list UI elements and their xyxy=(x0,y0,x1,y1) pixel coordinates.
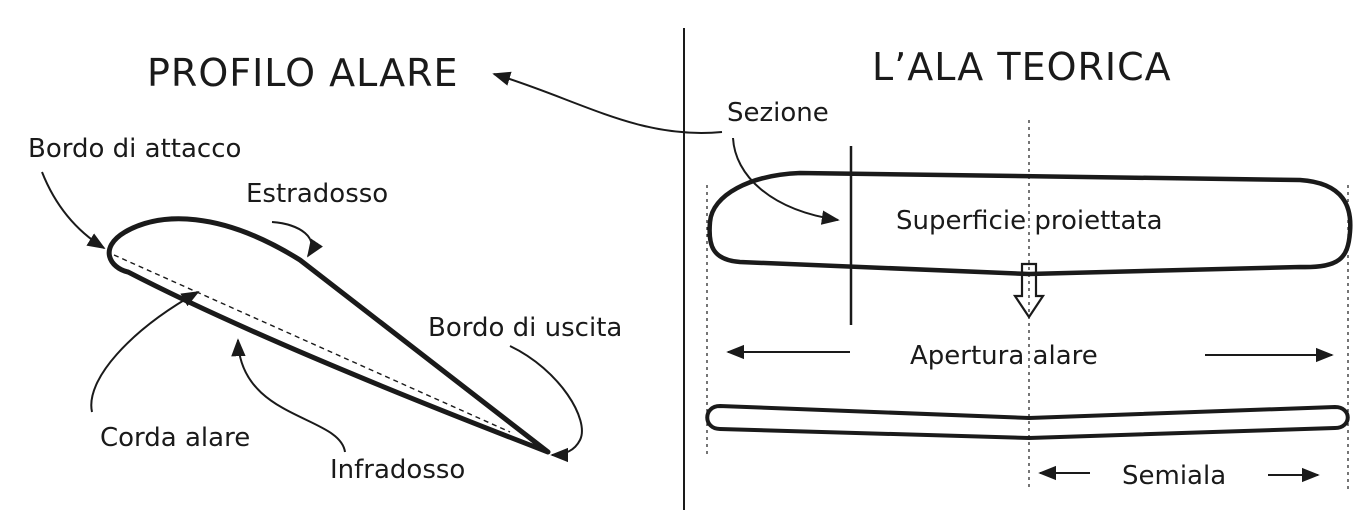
wing-title: L’ALA TEORICA xyxy=(872,45,1172,89)
chord-line xyxy=(113,254,511,433)
trailing-edge-label: Bordo di uscita xyxy=(428,313,622,343)
down-arrow-icon xyxy=(1012,262,1046,319)
trailing-edge-arrow xyxy=(509,345,583,463)
wingspan-label: Apertura alare xyxy=(910,341,1098,371)
upper-surface-arrow xyxy=(271,221,323,258)
airfoil-panel: PROFILO ALARE Bordo di attacco Estradoss… xyxy=(28,51,622,485)
upper-surface-label: Estradosso xyxy=(246,179,388,209)
wing-planform xyxy=(707,170,1353,277)
chord-label: Corda alare xyxy=(100,423,250,453)
leading-edge-label: Bordo di attacco xyxy=(28,134,241,164)
section-label: Sezione xyxy=(727,98,829,128)
section-to-profile-arrow xyxy=(492,71,723,134)
airfoil-outline xyxy=(106,216,551,455)
chord-arrow xyxy=(90,291,200,413)
leading-edge-arrow xyxy=(41,171,106,249)
lower-surface-arrow xyxy=(231,338,346,453)
half-wing-label: Semiala xyxy=(1122,461,1226,491)
airfoil-title: PROFILO ALARE xyxy=(147,51,459,95)
wing-panel: L’ALA TEORICA Sezione Superficie proiett… xyxy=(492,45,1353,491)
lower-surface-label: Infradosso xyxy=(330,455,465,485)
projected-surface-label: Superficie proiettata xyxy=(896,206,1163,236)
section-arrow xyxy=(732,137,840,225)
wing-front-view xyxy=(705,404,1350,440)
